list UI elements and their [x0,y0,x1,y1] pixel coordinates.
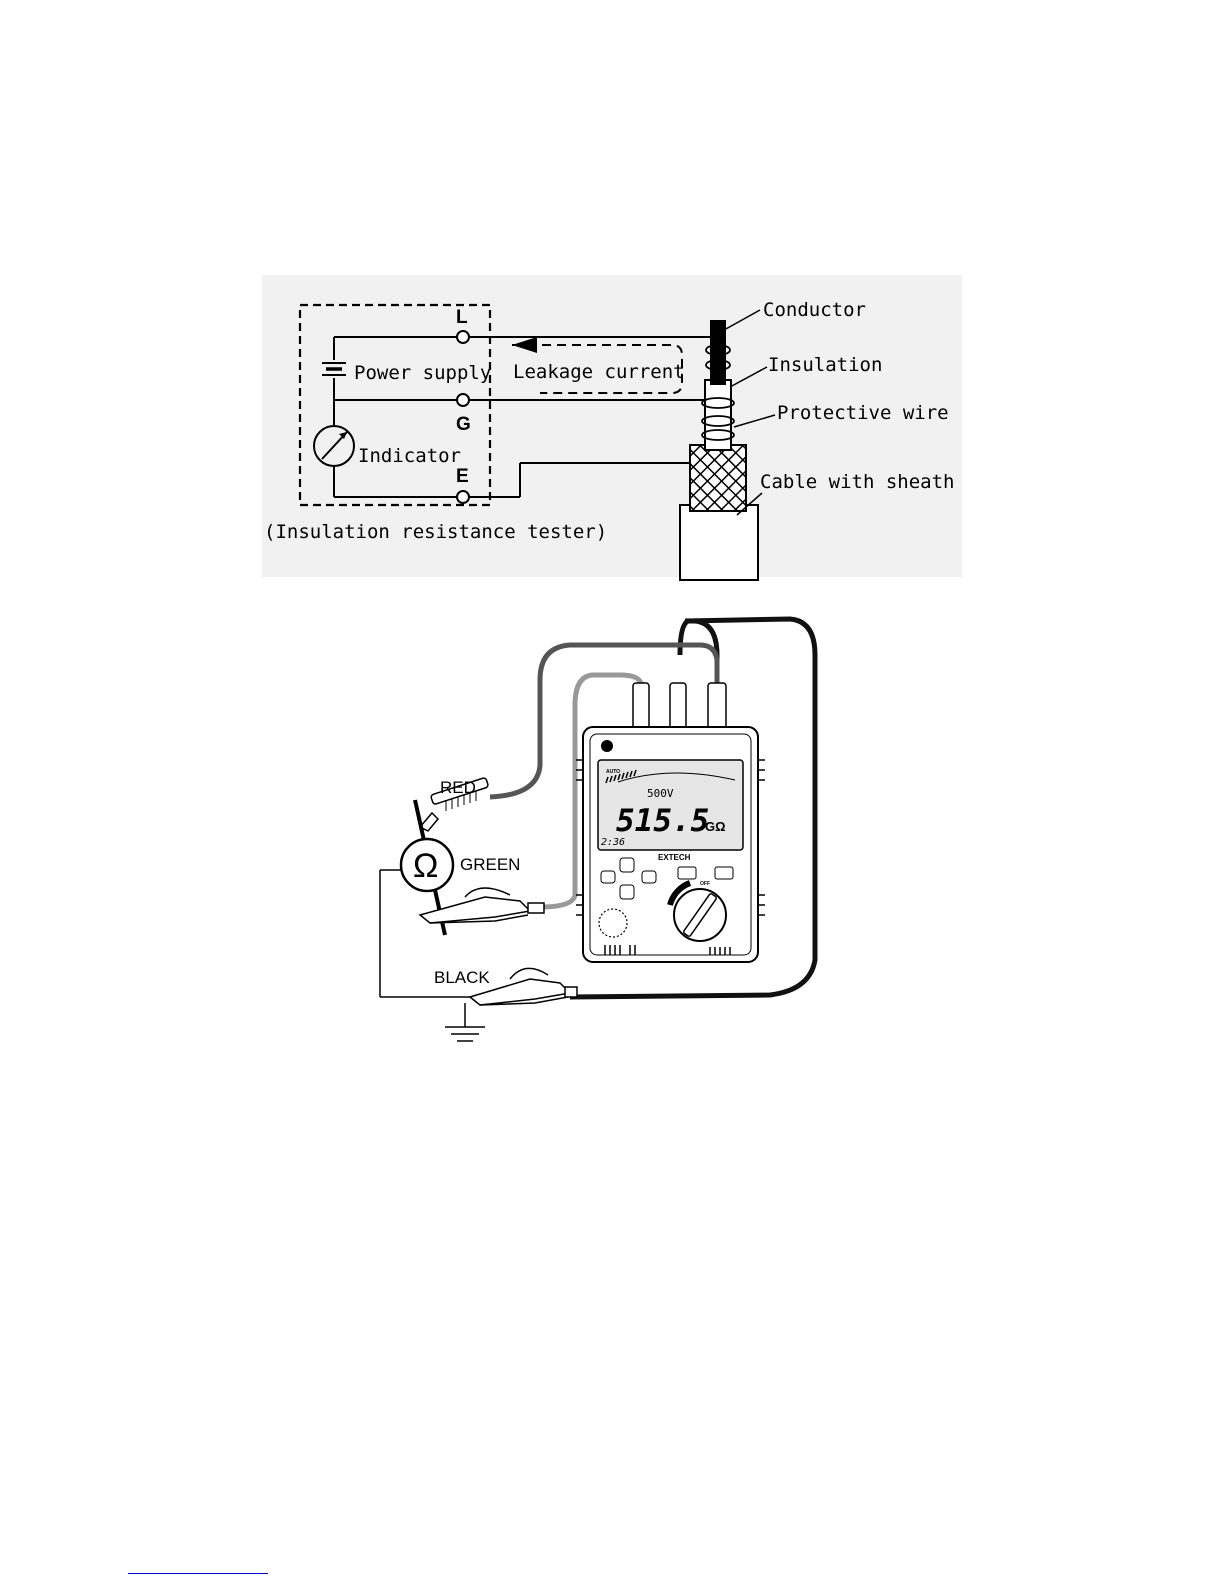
lcd-timer-readout: 2:36 [601,837,625,848]
green-lead-label: GREEN [460,855,520,874]
terminal-l-label: L [456,307,468,328]
lcd-voltage-readout: 500V [647,787,674,800]
cable-conductor [710,320,726,385]
lcd-resistance-readout: 515.5 [616,803,709,839]
indicator-label: Indicator [358,445,461,467]
leakage-current-label: Leakage current [513,361,685,383]
cable-sheath-label: Cable with sheath [760,471,954,493]
power-supply-label: Power supply [354,362,491,384]
conductor-label: Conductor [763,299,866,321]
lcd-auto-indicator: AUTO [606,769,620,775]
terminal-l-icon [457,331,469,343]
terminal-e-label: E [456,466,469,487]
terminal-g-label: G [456,414,471,435]
red-lead-label: RED [440,778,476,797]
footer-rule [128,1573,268,1574]
lcd-unit-label: GΩ [705,819,726,834]
ground-icon [445,1003,485,1041]
tester-caption: (Insulation resistance tester) [264,521,607,543]
meter-wiring-illustration: AUTO 500V 515.5 GΩ 2:36 EXTECH OFF Ω [370,615,870,1055]
ohm-symbol-label: Ω [413,847,438,885]
insulation-test-schematic: L G E Power supply Indicator (Insulation… [262,275,962,585]
black-lead-label: BLACK [434,968,490,987]
insulation-label: Insulation [768,354,882,376]
protective-wire-label: Protective wire [777,402,949,424]
meter-off-label: OFF [700,881,710,887]
meter-brand-label: EXTECH [658,853,691,862]
cable-sheath [680,505,758,580]
terminal-g-icon [457,394,469,406]
terminal-e-icon [457,491,469,503]
cable-shield-braid [690,445,746,511]
